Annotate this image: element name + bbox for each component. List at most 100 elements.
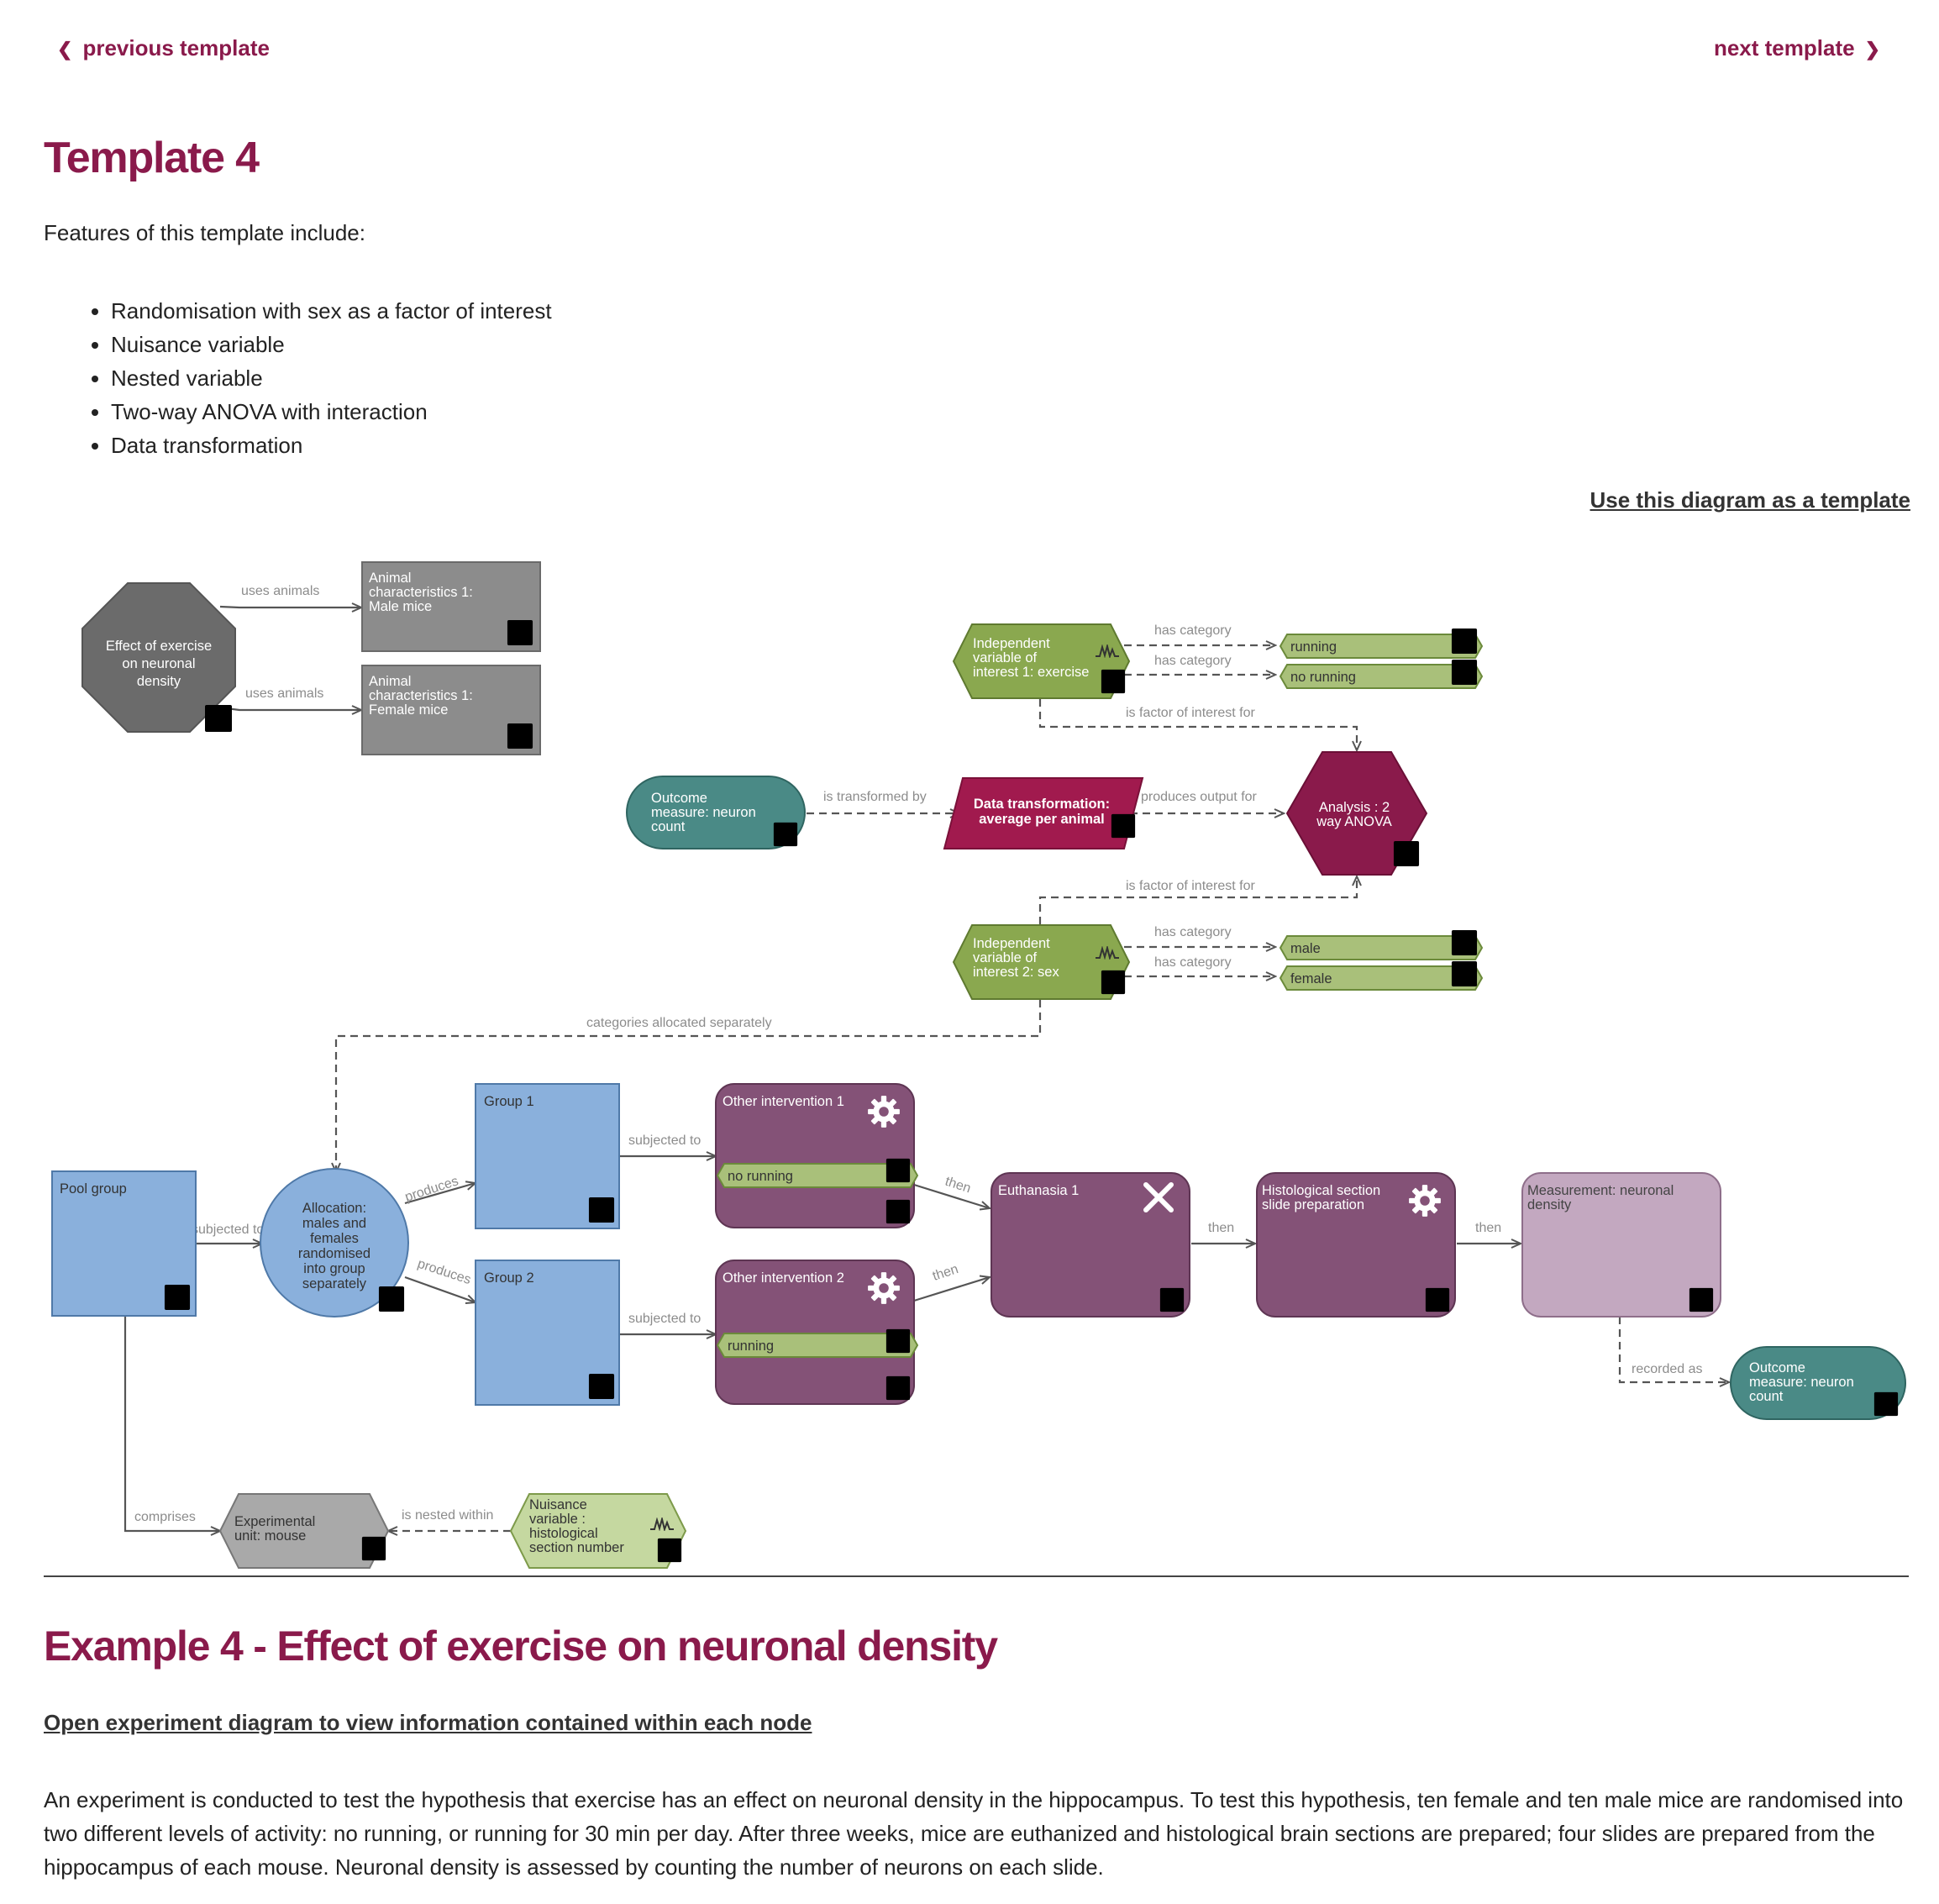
edge-produces-2: produces [404, 1257, 476, 1302]
chevron-left-icon: ❮ [57, 39, 73, 60]
edge-factor-of-interest-1: is factor of interest for [1038, 699, 1357, 750]
node-category-male[interactable]: male [1279, 929, 1484, 960]
svg-text:interest 1: exercise: interest 1: exercise [973, 665, 1089, 680]
svg-text:recorded as: recorded as [1632, 1362, 1703, 1376]
svg-text:is factor of interest for: is factor of interest for [1126, 879, 1256, 893]
document-icon [1393, 840, 1420, 867]
next-template-link[interactable]: next template❯ [1713, 35, 1880, 60]
document-icon [1159, 1287, 1185, 1312]
document-icon [657, 1538, 682, 1563]
node-other-intervention-2[interactable]: Other intervention 2 running [715, 1260, 919, 1405]
node-measurement[interactable]: Measurement: neuronal density [1521, 1172, 1721, 1318]
node-independent-variable-exercise[interactable]: Independent variable of interest 1: exer… [952, 623, 1131, 699]
document-icon [1451, 659, 1478, 686]
node-data-transformation[interactable]: Data transformation: average per animal [943, 777, 1144, 849]
use-template-link[interactable]: Use this diagram as a template [1590, 487, 1910, 513]
svg-text:males and: males and [302, 1216, 366, 1231]
document-icon [885, 1158, 911, 1183]
document-icon [164, 1284, 191, 1311]
document-icon [1451, 929, 1478, 956]
svg-text:subjected to: subjected to [192, 1223, 264, 1237]
edge-subjected-to-1: subjected to [620, 1133, 716, 1156]
edge-allocated-separately: categories allocated separately [336, 1000, 1042, 1172]
svg-text:Data transformation:: Data transformation: [974, 797, 1110, 812]
edge-then-1: then [913, 1175, 990, 1208]
edge-nested-within: is nested within [388, 1508, 511, 1531]
node-other-intervention-1[interactable]: Other intervention 1 no running [715, 1083, 919, 1228]
svg-text:unit: mouse: unit: mouse [234, 1528, 306, 1544]
svg-text:count: count [1749, 1389, 1784, 1404]
svg-text:uses animals: uses animals [245, 686, 323, 701]
svg-text:Experimental: Experimental [234, 1514, 315, 1529]
svg-text:Analysis : 2: Analysis : 2 [1319, 800, 1390, 815]
document-icon [1101, 669, 1126, 694]
node-nuisance-variable[interactable]: Nuisance variable : histological section… [509, 1493, 687, 1569]
example-title: Example 4 - Effect of exercise on neuron… [44, 1623, 998, 1670]
svg-text:then: then [931, 1262, 960, 1284]
node-independent-variable-sex[interactable]: Independent variable of interest 2: sex [952, 924, 1131, 1000]
svg-text:comprises: comprises [134, 1510, 196, 1524]
svg-text:slide preparation: slide preparation [1262, 1197, 1364, 1212]
example-description: An experiment is conducted to test the h… [44, 1787, 1904, 1880]
node-group-2[interactable]: Group 2 [475, 1260, 620, 1406]
experiment-diagram: uses animals uses animals has category h… [51, 561, 1906, 1569]
svg-text:Outcome: Outcome [1749, 1360, 1805, 1375]
edge-has-category-3: has category [1124, 925, 1275, 947]
svg-text:density: density [137, 674, 181, 689]
svg-text:Histological section: Histological section [1262, 1183, 1380, 1198]
svg-text:count: count [651, 819, 686, 834]
node-category-no-running[interactable]: no running [1279, 659, 1484, 689]
document-icon [1451, 628, 1478, 655]
svg-text:Euthanasia 1: Euthanasia 1 [998, 1183, 1079, 1198]
edge-subjected-to-2: subjected to [620, 1312, 716, 1334]
node-euthanasia[interactable]: Euthanasia 1 [991, 1172, 1190, 1318]
node-category-female[interactable]: female [1279, 960, 1484, 991]
svg-text:then: then [1475, 1221, 1501, 1235]
node-experimental-unit[interactable]: Experimental unit: mouse [218, 1493, 390, 1569]
node-animal-characteristics-male[interactable]: Animal characteristics 1: Male mice [361, 561, 541, 652]
document-icon [507, 723, 533, 750]
node-animal-characteristics-female[interactable]: Animal characteristics 1: Female mice [361, 665, 541, 755]
features-intro: Features of this template include: [44, 220, 365, 245]
svg-text:Male mice: Male mice [369, 599, 432, 614]
svg-text:characteristics 1:: characteristics 1: [369, 585, 473, 600]
edge-has-category-1: has category [1124, 623, 1275, 645]
document-icon [507, 619, 533, 646]
svg-text:then: then [943, 1175, 973, 1197]
svg-text:is nested within: is nested within [402, 1508, 493, 1523]
svg-text:Group 2: Group 2 [484, 1270, 534, 1286]
node-outcome-measure-top[interactable]: Outcome measure: neuron count [626, 776, 806, 849]
svg-text:into group: into group [303, 1261, 365, 1276]
node-effect-of-exercise[interactable]: Effect of exercise on neuronal density [81, 582, 236, 733]
node-histological-section[interactable]: Histological section slide preparation [1256, 1172, 1456, 1318]
node-analysis-anova[interactable]: Analysis : 2 way ANOVA [1285, 751, 1428, 876]
node-category-running[interactable]: running [1279, 628, 1484, 659]
svg-text:Female mice: Female mice [369, 702, 448, 718]
edge-uses-animals-1: uses animals [219, 584, 361, 607]
node-pool-group[interactable]: Pool group [51, 1170, 197, 1317]
svg-text:Independent: Independent [973, 636, 1050, 651]
document-icon [1451, 960, 1478, 987]
document-icon [588, 1197, 615, 1223]
node-outcome-measure-bottom[interactable]: Outcome measure: neuron count [1730, 1346, 1906, 1420]
list-item: Two-way ANOVA with interaction [111, 395, 552, 429]
svg-text:Effect of exercise: Effect of exercise [106, 639, 212, 654]
edge-has-category-2: has category [1124, 654, 1275, 675]
edge-produces-1: produces [403, 1174, 476, 1205]
node-group-1[interactable]: Group 1 [475, 1083, 620, 1229]
svg-text:has category: has category [1154, 925, 1232, 939]
svg-text:Nuisance: Nuisance [529, 1497, 587, 1512]
svg-text:subjected to: subjected to [628, 1133, 701, 1148]
svg-text:Independent: Independent [973, 936, 1050, 951]
open-experiment-diagram-link[interactable]: Open experiment diagram to view informat… [44, 1710, 812, 1735]
close-x-icon [1143, 1182, 1174, 1212]
list-item: Data transformation [111, 429, 552, 462]
previous-template-link[interactable]: ❮previous template [57, 35, 270, 60]
svg-text:interest 2: sex: interest 2: sex [973, 965, 1059, 980]
node-allocation[interactable]: Allocation: males and females randomised… [260, 1168, 409, 1318]
svg-text:variable of: variable of [973, 950, 1038, 965]
svg-text:histological: histological [529, 1526, 598, 1541]
svg-text:Outcome: Outcome [651, 791, 707, 806]
document-icon [1689, 1287, 1714, 1312]
svg-text:has category: has category [1154, 623, 1232, 638]
